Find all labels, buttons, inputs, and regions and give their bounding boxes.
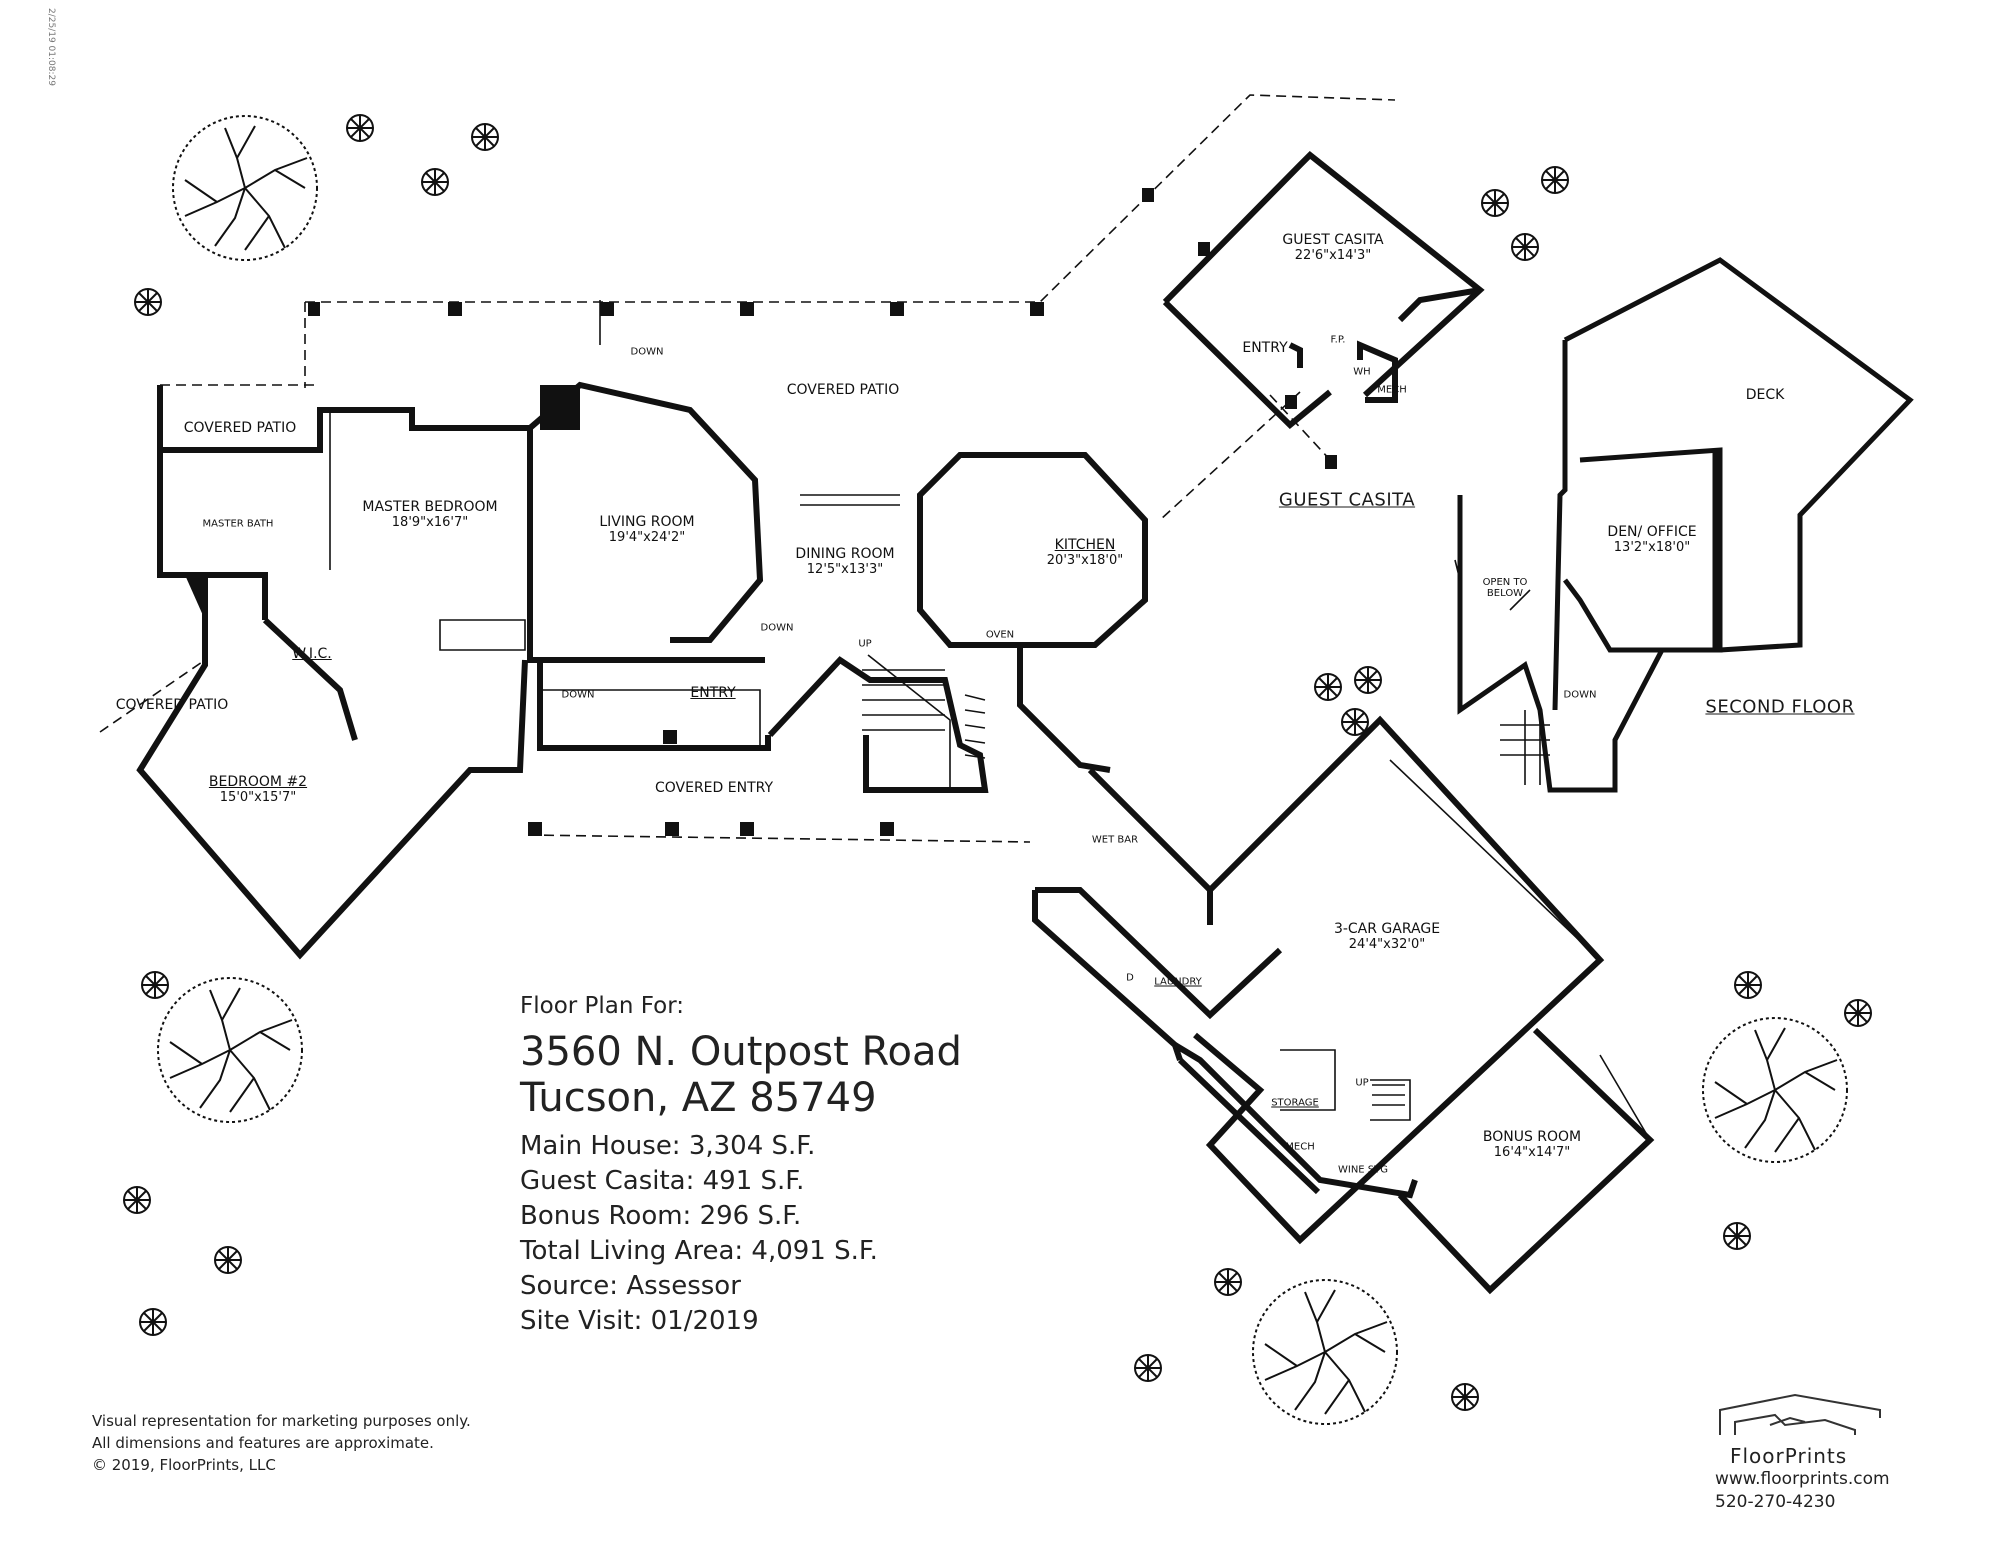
dryer-label: D	[1126, 972, 1134, 984]
bonus-room-area: Bonus Room: 296 S.F.	[520, 1201, 802, 1231]
source: Source: Assessor	[520, 1271, 741, 1301]
room-entry: ENTRY	[690, 685, 736, 701]
total-living-area: Total Living Area: 4,091 S.F.	[520, 1236, 878, 1266]
section-guest-casita: GUEST CASITA	[1278, 489, 1416, 511]
room-wine-storage: WINE STG	[1337, 1164, 1389, 1176]
room-garage: 3-CAR GARAGE 24'4"x32'0"	[1333, 921, 1441, 952]
room-deck: DECK	[1745, 387, 1785, 403]
disclaimer: Visual representation for marketing purp…	[92, 1410, 471, 1476]
fireplace-label: F.P.	[1330, 334, 1346, 346]
room-wic: W.I.C.	[292, 646, 332, 662]
shrub-icon	[1723, 1222, 1751, 1250]
room-master-bath: MASTER BATH	[202, 518, 274, 530]
room-guest-casita: GUEST CASITA 22'6"x14'3"	[1282, 232, 1384, 263]
shrub-icon	[1511, 233, 1539, 261]
stair-down-label: DOWN	[760, 622, 794, 634]
mech-label: MECH	[1377, 384, 1407, 396]
shrub-icon	[1541, 166, 1569, 194]
shrub-icon	[1451, 1383, 1479, 1411]
shrub-icon	[1314, 673, 1342, 701]
room-open-to-below: OPEN TO BELOW	[1482, 577, 1528, 599]
tree-icon	[172, 115, 318, 261]
room-bedroom-2: BEDROOM #2 15'0"x15'7"	[208, 774, 308, 805]
shrub-icon	[1844, 999, 1872, 1027]
stair-up-label: UP	[858, 638, 872, 650]
shrub-icon	[123, 1186, 151, 1214]
floorprints-logo-icon	[1719, 1393, 1881, 1435]
stair-down-label: DOWN	[561, 689, 595, 701]
room-covered-entry: COVERED ENTRY	[654, 780, 774, 796]
room-covered-patio-nw: COVERED PATIO	[183, 420, 297, 436]
shrub-icon	[421, 168, 449, 196]
shrub-icon	[139, 1308, 167, 1336]
guest-casita-area: Guest Casita: 491 S.F.	[520, 1166, 805, 1196]
water-heater-label: WH	[1353, 366, 1371, 378]
room-dining-room: DINING ROOM 12'5"x13'3"	[795, 546, 895, 577]
shrub-icon	[141, 971, 169, 999]
shrub-icon	[1354, 666, 1382, 694]
shrub-icon	[471, 123, 499, 151]
room-covered-patio-sw: COVERED PATIO	[115, 697, 229, 713]
tree-icon	[1702, 1017, 1848, 1163]
room-wet-bar: WET BAR	[1091, 834, 1139, 846]
shrub-icon	[1481, 189, 1509, 217]
section-second-floor: SECOND FLOOR	[1705, 696, 1855, 718]
address-line-2: Tucson, AZ 85749	[520, 1075, 877, 1121]
room-bonus-room: BONUS ROOM 16'4"x14'7"	[1482, 1129, 1582, 1160]
room-master-bedroom: MASTER BEDROOM 18'9"x16'7"	[362, 499, 498, 530]
property-info: Floor Plan For: 3560 N. Outpost Road Tuc…	[520, 993, 962, 1339]
room-covered-patio-main: COVERED PATIO	[786, 382, 900, 398]
brand-phone: 520-270-4230	[1715, 1492, 1836, 1512]
room-casita-entry: ENTRY	[1242, 340, 1288, 356]
shrub-icon	[1134, 1354, 1162, 1382]
stair-up-label: UP	[1355, 1077, 1369, 1089]
brand-block: FloorPrints www.floorprints.com 520-270-…	[1715, 1390, 1915, 1514]
stair-down-label: DOWN	[1563, 689, 1597, 701]
stair-down-label: DOWN	[630, 346, 664, 358]
shrub-icon	[1734, 971, 1762, 999]
main-house-area: Main House: 3,304 S.F.	[520, 1131, 816, 1161]
shrub-icon	[1214, 1268, 1242, 1296]
info-heading: Floor Plan For:	[520, 993, 685, 1019]
mech-label: MECH	[1285, 1141, 1315, 1153]
shrub-icon	[1341, 708, 1369, 736]
room-storage: STORAGE	[1271, 1097, 1319, 1109]
tree-icon	[1252, 1279, 1398, 1425]
room-laundry: LAUNDRY	[1154, 976, 1202, 988]
room-living-room: LIVING ROOM 19'4"x24'2"	[599, 514, 695, 545]
site-visit: Site Visit: 01/2019	[520, 1306, 759, 1336]
disclaimer-line: Visual representation for marketing purp…	[92, 1412, 471, 1430]
tree-icon	[157, 977, 303, 1123]
room-den-office: DEN/ OFFICE 13'2"x18'0"	[1607, 524, 1697, 555]
disclaimer-line: All dimensions and features are approxim…	[92, 1434, 434, 1452]
shrub-icon	[214, 1246, 242, 1274]
shrub-icon	[346, 114, 374, 142]
brand-website: www.floorprints.com	[1715, 1469, 1890, 1489]
address-line-1: 3560 N. Outpost Road	[520, 1029, 962, 1075]
copyright: © 2019, FloorPrints, LLC	[92, 1456, 276, 1474]
oven-label: OVEN	[985, 629, 1015, 641]
brand-name: FloorPrints	[1730, 1444, 1848, 1468]
shrub-icon	[134, 288, 162, 316]
room-kitchen: KITCHEN 20'3"x18'0"	[1046, 537, 1124, 568]
